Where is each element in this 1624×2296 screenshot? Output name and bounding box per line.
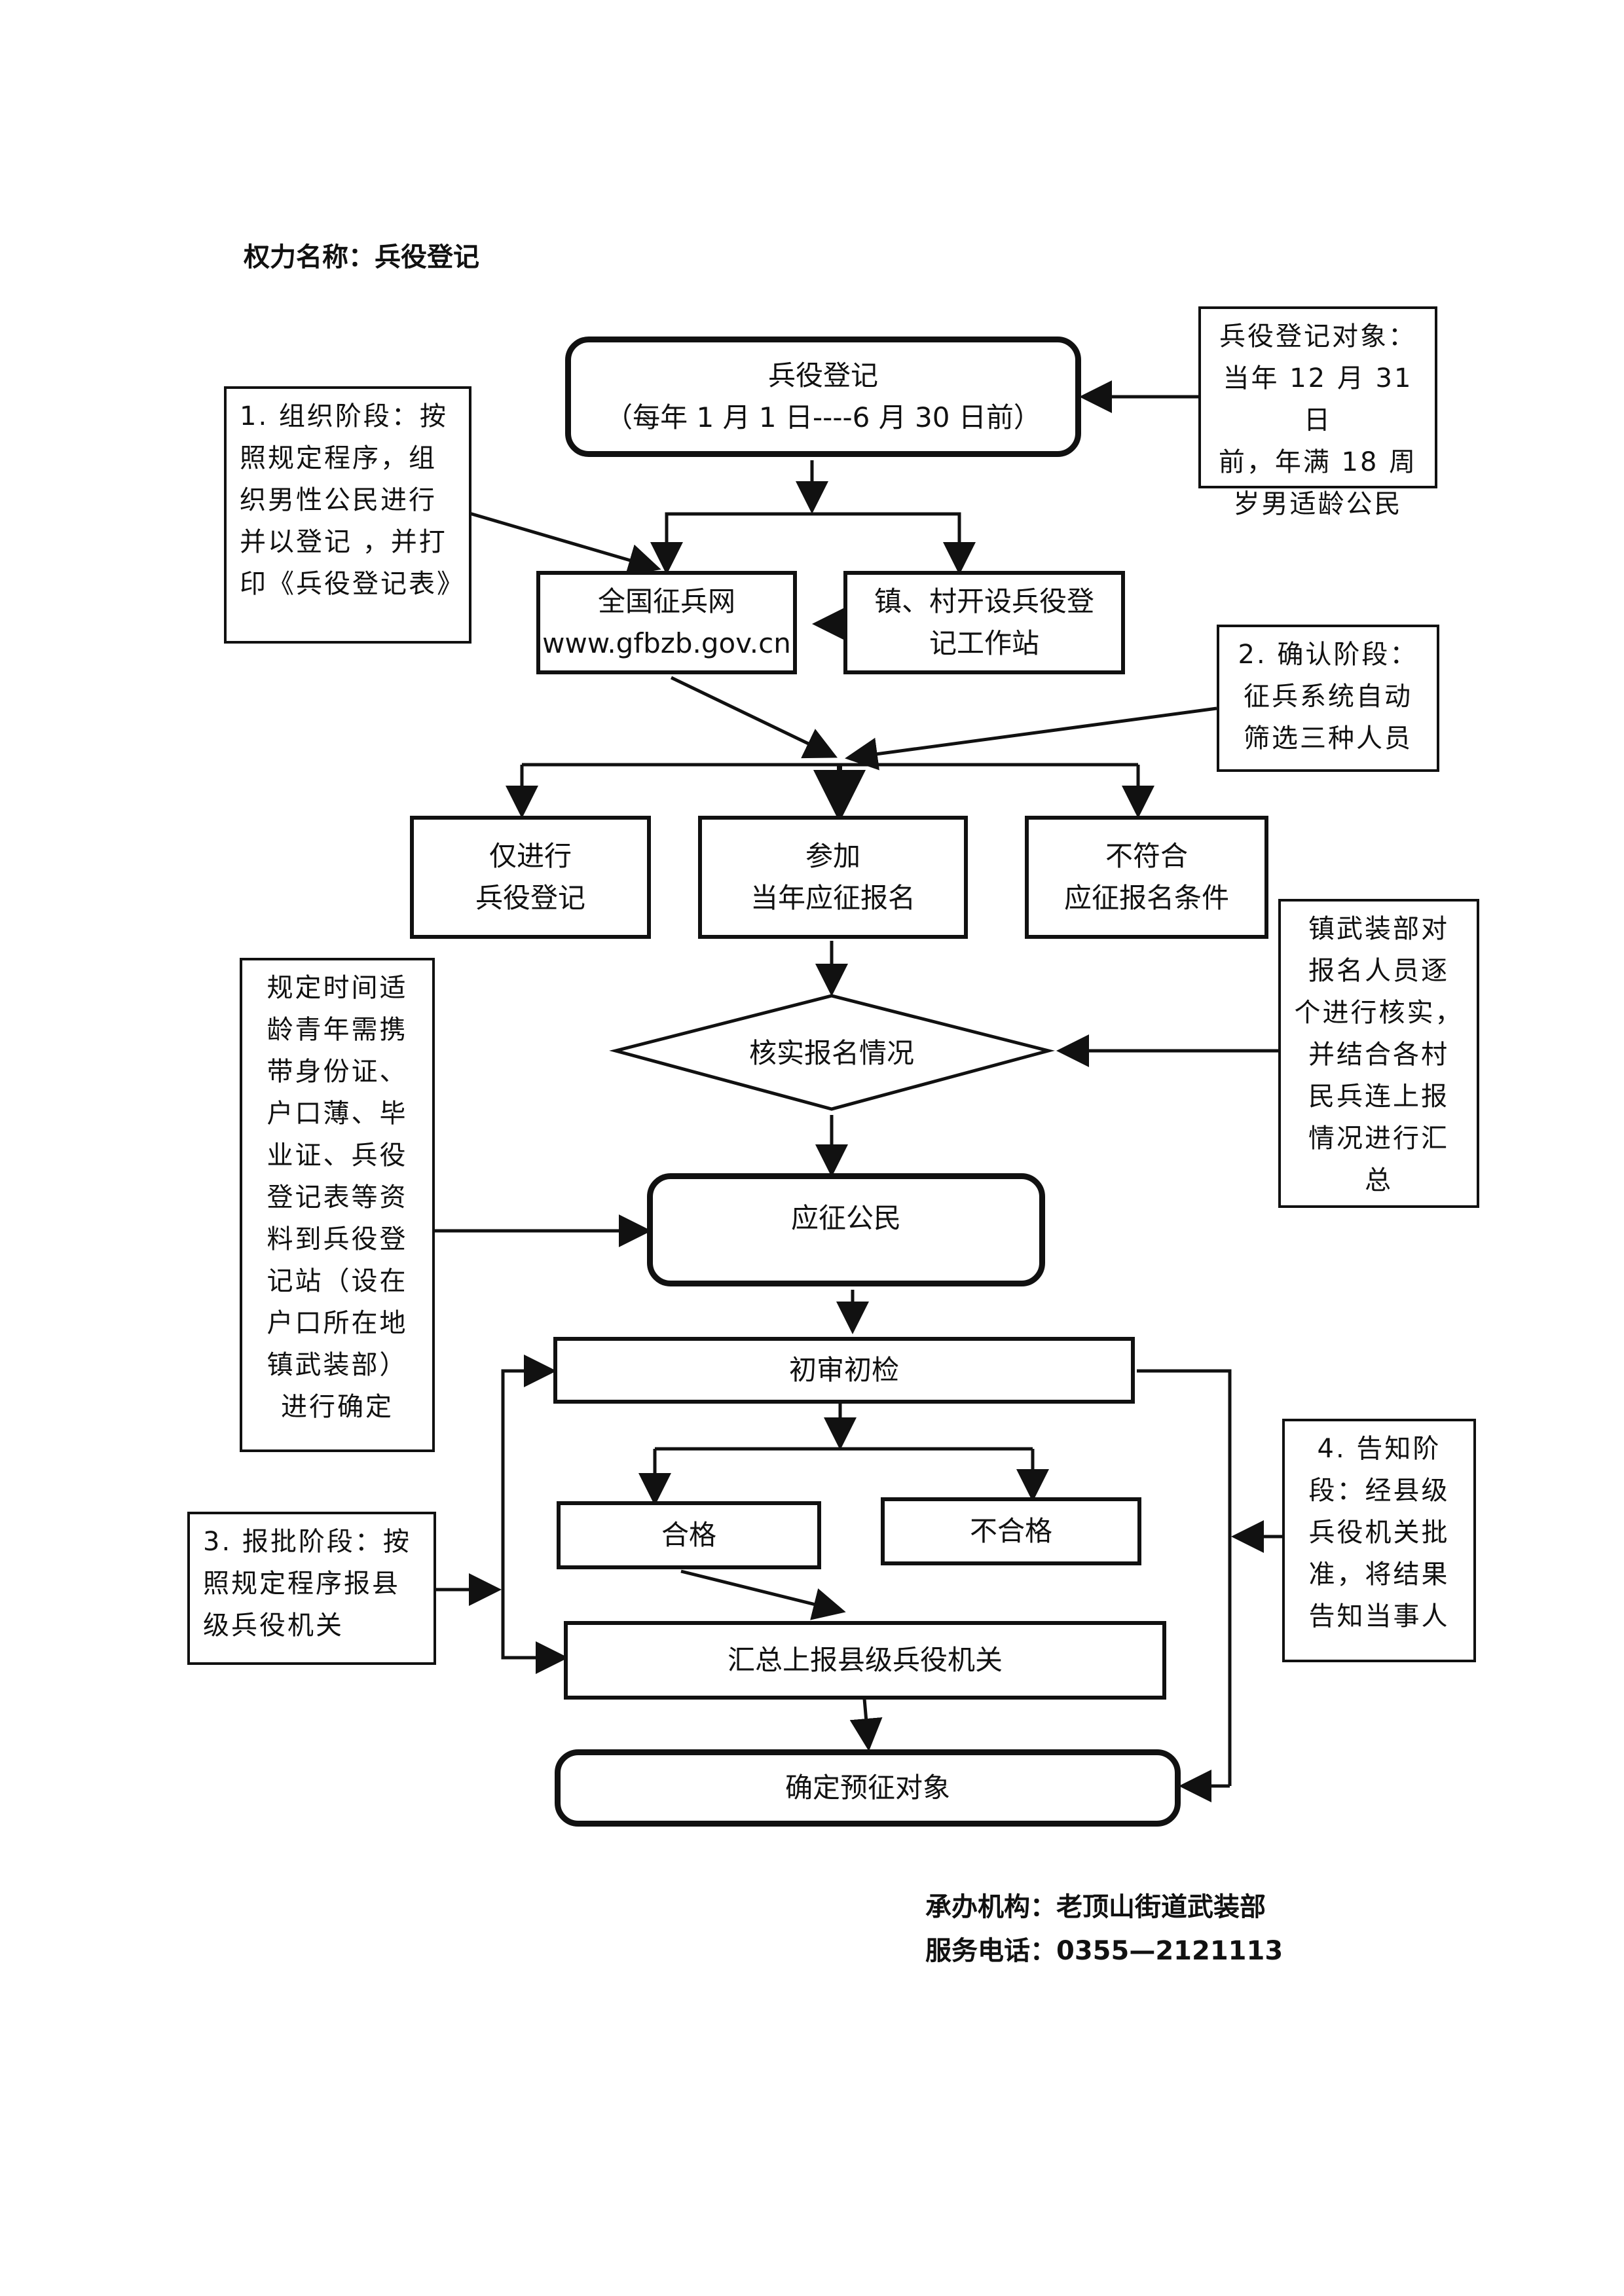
report-node: 汇总上报县级兵役机关 <box>564 1621 1166 1700</box>
note-line: 业证、兵役 <box>267 1140 408 1171</box>
page-title: 权力名称：兵役登记 <box>244 242 479 272</box>
arrow-stage1-note <box>469 511 661 576</box>
note-line: 登记表等资 <box>267 1182 408 1212</box>
only-register-line1: 仅进行 <box>489 840 572 872</box>
station-node: 镇、村开设兵役登 记工作站 <box>843 571 1125 674</box>
only-register-line2: 兵役登记 <box>475 882 585 914</box>
confirm-label: 确定预征对象 <box>784 1772 950 1804</box>
station-label-line1: 镇、村开设兵役登 <box>874 585 1094 617</box>
initial-check-node: 初审初检 <box>553 1337 1135 1404</box>
note-line: 照规定程序，组 <box>240 443 437 473</box>
note-line: 告知当事人 <box>1308 1601 1450 1631</box>
start-node-register: 兵役登记 （每年 1 月 1 日----6 月 30 日前） <box>565 337 1081 457</box>
note-stage2-confirm: 2. 确认阶段： 征兵系统自动 筛选三种人员 <box>1217 625 1439 772</box>
not-qualified-line1: 不符合 <box>1105 840 1188 872</box>
note-line: 记站（设在 <box>267 1266 408 1296</box>
start-subtitle: （每年 1 月 1 日----6 月 30 日前） <box>605 401 1041 433</box>
note-line: 2. 确认阶段： <box>1238 640 1418 670</box>
not-qualified-line2: 应征报名条件 <box>1063 882 1229 914</box>
note-line: 带身份证、 <box>267 1057 408 1087</box>
note-line: 岁男适龄公民 <box>1233 489 1403 519</box>
note-line: 总 <box>1365 1165 1393 1195</box>
note-line: 镇武装部对 <box>1308 914 1449 944</box>
apply-line1: 参加 <box>805 840 860 872</box>
footer-agency: 承办机构：老顶山街道武装部 <box>925 1892 1266 1922</box>
start-title: 兵役登记 <box>767 359 878 392</box>
report-label: 汇总上报县级兵役机关 <box>727 1644 1003 1676</box>
note-line: 印《兵役登记表》 <box>240 569 465 599</box>
note-line: 前，年满 18 周 <box>1218 447 1418 477</box>
verify-diamond <box>609 994 1055 1111</box>
station-label-line2: 记工作站 <box>929 627 1039 659</box>
fail-label: 不合格 <box>969 1515 1052 1547</box>
note-line: 并以登记 ，并打 <box>240 527 447 557</box>
note-line: 龄青年需携 <box>267 1015 408 1045</box>
note-line: 规定时间适 <box>267 973 408 1003</box>
pass-label: 合格 <box>661 1519 716 1551</box>
note-line: 情况进行汇 <box>1308 1123 1449 1154</box>
note-line: 报名人员逐 <box>1308 956 1449 986</box>
note-register-target: 兵役登记对象： 当年 12 月 31 日 前，年满 18 周 岁男适龄公民 <box>1198 306 1437 519</box>
not-qualified-node: 不符合 应征报名条件 <box>1025 816 1268 939</box>
note-line: 兵役登记对象： <box>1219 321 1416 352</box>
note-line: 民兵连上报 <box>1308 1082 1449 1112</box>
note-required-documents: 规定时间适 龄青年需携 带身份证、 户口薄、毕 业证、兵役 登记表等资 料到兵役… <box>240 958 435 1452</box>
note-line: 准，将结果 <box>1308 1559 1450 1590</box>
note-line: 照规定程序报县 <box>203 1569 400 1599</box>
footer-phone: 服务电话：0355—2121113 <box>925 1936 1283 1966</box>
citizen-node: 应征公民 <box>647 1173 1045 1286</box>
website-label: 全国征兵网 <box>597 585 735 617</box>
note-line: 征兵系统自动 <box>1244 682 1412 712</box>
note-stage1-organize: 1. 组织阶段：按 照规定程序，组 织男性公民进行 并以登记 ，并打 印《兵役登… <box>224 386 471 644</box>
note-line: 级兵役机关 <box>203 1611 344 1641</box>
note-line: 镇武装部） <box>267 1350 408 1380</box>
note-line: 1. 组织阶段：按 <box>240 401 448 431</box>
note-line: 织男性公民进行 <box>240 485 437 515</box>
only-register-node: 仅进行 兵役登记 <box>410 816 651 939</box>
arrow-stage2-note <box>845 706 1217 771</box>
note-line: 3. 报批阶段：按 <box>203 1527 411 1557</box>
note-town-verify: 镇武装部对 报名人员逐 个进行核实， 并结合各村 民兵连上报 情况进行汇 总 <box>1278 899 1479 1208</box>
pass-node: 合格 <box>557 1501 821 1569</box>
apply-line2: 当年应征报名 <box>750 882 915 914</box>
website-node: 全国征兵网 www.gfbzb.gov.cn <box>536 571 797 674</box>
note-line: 并结合各村 <box>1308 1040 1449 1070</box>
note-line: 筛选三种人员 <box>1244 723 1412 754</box>
note-stage4-notify: 4. 告知阶 段：经县级 兵役机关批 准，将结果 告知当事人 <box>1282 1419 1476 1662</box>
arrow-website-merge <box>670 676 838 759</box>
website-url: www.gfbzb.gov.cn <box>542 627 791 659</box>
note-line: 个进行核实， <box>1294 998 1464 1028</box>
citizen-label: 应征公民 <box>790 1202 901 1234</box>
note-line: 进行确定 <box>281 1392 394 1422</box>
note-line: 段：经县级 <box>1308 1476 1450 1506</box>
note-line: 户口所在地 <box>267 1308 408 1338</box>
note-line: 料到兵役登 <box>267 1224 408 1254</box>
confirm-node: 确定预征对象 <box>555 1749 1181 1827</box>
initial-check-label: 初审初检 <box>788 1354 899 1386</box>
fail-node: 不合格 <box>881 1497 1141 1565</box>
note-line: 4. 告知阶 <box>1317 1434 1441 1464</box>
note-line: 户口薄、毕 <box>267 1099 408 1129</box>
note-line: 兵役机关批 <box>1308 1518 1450 1548</box>
verify-label: 核实报名情况 <box>748 1037 914 1069</box>
note-stage3-approval: 3. 报批阶段：按 照规定程序报县 级兵役机关 <box>187 1512 436 1665</box>
note-line: 当年 12 月 31 日 <box>1223 363 1413 435</box>
apply-node: 参加 当年应征报名 <box>698 816 968 939</box>
